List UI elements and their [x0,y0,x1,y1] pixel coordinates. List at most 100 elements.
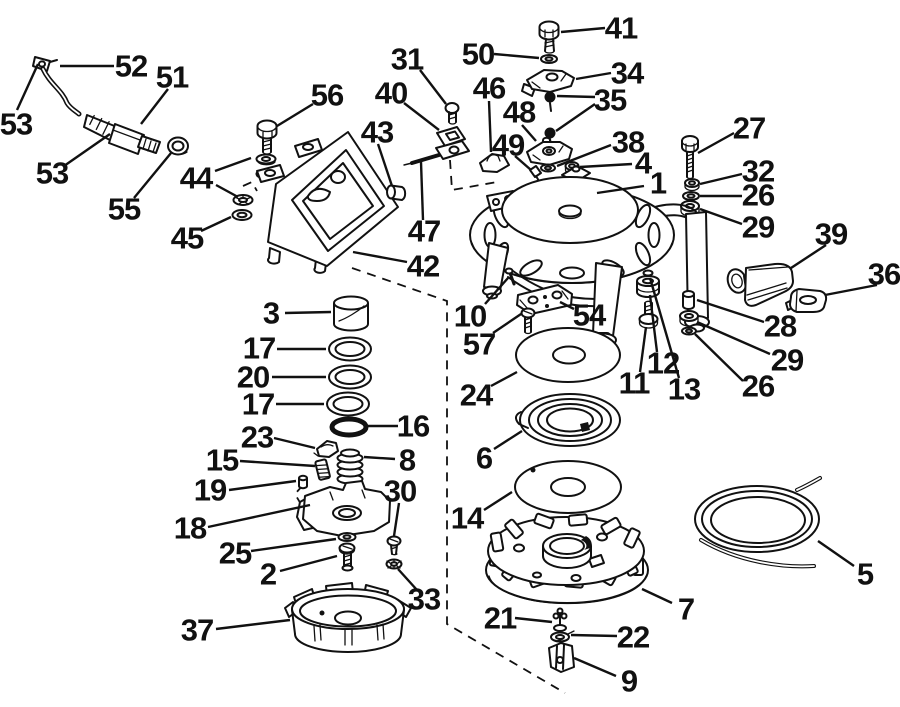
leader-line-35 [555,103,596,132]
callout-1: 1 [650,166,667,201]
leader-line-29 [699,207,743,226]
part-34-latch [521,69,575,97]
part-32-nut [684,178,700,192]
leader-line-56 [276,102,314,128]
callout-17: 17 [243,331,275,366]
leader-line-31 [419,69,447,105]
callout-28: 28 [764,309,797,344]
leader-line-26 [694,333,744,382]
part-30-screw [386,535,402,556]
callout-34: 34 [611,56,645,91]
leader-line-51 [140,88,169,125]
part-6-recoil-spring [515,393,621,447]
callout-8: 8 [399,443,416,478]
leader-line-44 [215,183,239,199]
part-2-screw [338,542,356,572]
callout-42: 42 [407,249,439,284]
callout-14: 14 [451,501,485,536]
leader-line-44 [214,156,252,173]
leader-line-42 [352,250,408,264]
leader-line-35 [556,94,596,99]
callout-48: 48 [503,95,536,130]
callout-29: 29 [771,343,804,378]
leader-line-15 [239,459,316,468]
callout-40: 40 [375,76,407,111]
leader-line-4 [579,162,633,169]
part-57-screw [520,307,536,335]
leader-line-19 [228,479,297,492]
leader-line-23 [273,436,316,450]
leader-line-32 [699,172,743,186]
leader-line-12 [648,294,659,353]
leader-line-6 [493,429,523,451]
part-43-knob [386,184,407,201]
leader-line-57 [492,313,522,334]
leader-line-11 [638,326,648,373]
callout-57: 57 [463,327,495,362]
part-17-ring-lower [326,391,370,417]
leader-line-34 [575,71,612,81]
callout-43: 43 [361,115,394,150]
callout-55: 55 [108,192,141,227]
part-33-lock-nut [385,558,403,570]
part-3-bushing [333,295,369,332]
callout-52: 52 [115,49,147,84]
leader-line-10 [484,277,509,305]
callout-53: 53 [36,156,69,191]
callout-47: 47 [408,214,440,249]
leader-line-49 [514,155,532,171]
part-7-pulley [485,512,649,605]
part-48-latch [526,136,573,166]
part-42-bracket [256,131,399,274]
part-24-friction-disc [515,327,621,383]
part-56-bolt [256,119,278,155]
part-28-spacer [682,290,695,310]
part-25-washer [337,532,357,542]
callout-7: 7 [678,592,694,627]
callout-37: 37 [181,613,213,648]
part-11-bolt [638,300,659,329]
part-49-pin [529,165,542,182]
callout-21: 21 [484,601,517,636]
callout-17: 17 [242,387,274,422]
callout-4: 4 [635,146,653,181]
callout-45: 45 [171,221,204,256]
leader-line-29 [696,320,771,356]
callout-6: 6 [476,441,493,476]
part-36-bracket [785,288,828,313]
part-45-washer [231,209,253,221]
leader-line-54 [559,300,575,311]
leader-line-5 [817,540,855,567]
part-55-nut [167,136,189,156]
leader-line-24 [490,370,518,388]
leader-line-45 [200,215,232,233]
callout-19: 19 [194,473,227,508]
callout-16: 16 [397,409,430,444]
part-1-housing [469,165,710,348]
callout-50: 50 [462,37,494,72]
part-26-washer-upper [682,191,700,201]
part-37-starter-cup [284,582,412,653]
leader-line-33 [397,568,418,591]
part-16-oring [329,416,369,438]
callout-44: 44 [180,161,214,196]
callout-36: 36 [868,257,900,292]
leader-line-28 [696,298,765,324]
leader-line-38 [556,143,612,168]
callout-51: 51 [156,60,189,95]
callout-26: 26 [742,178,775,213]
leader-line-47 [419,161,425,221]
callout-22: 22 [617,620,649,655]
callout-56: 56 [311,78,344,113]
leader-line-46 [487,100,493,153]
callout-20: 20 [237,360,269,395]
part-19-pin [298,474,308,490]
callout-23: 23 [241,420,274,455]
part-29-nut-lower [679,310,699,327]
part-17-ring-upper [328,336,372,362]
callout-3: 3 [263,296,280,331]
callout-26: 26 [742,369,775,404]
callout-11: 11 [619,366,651,401]
